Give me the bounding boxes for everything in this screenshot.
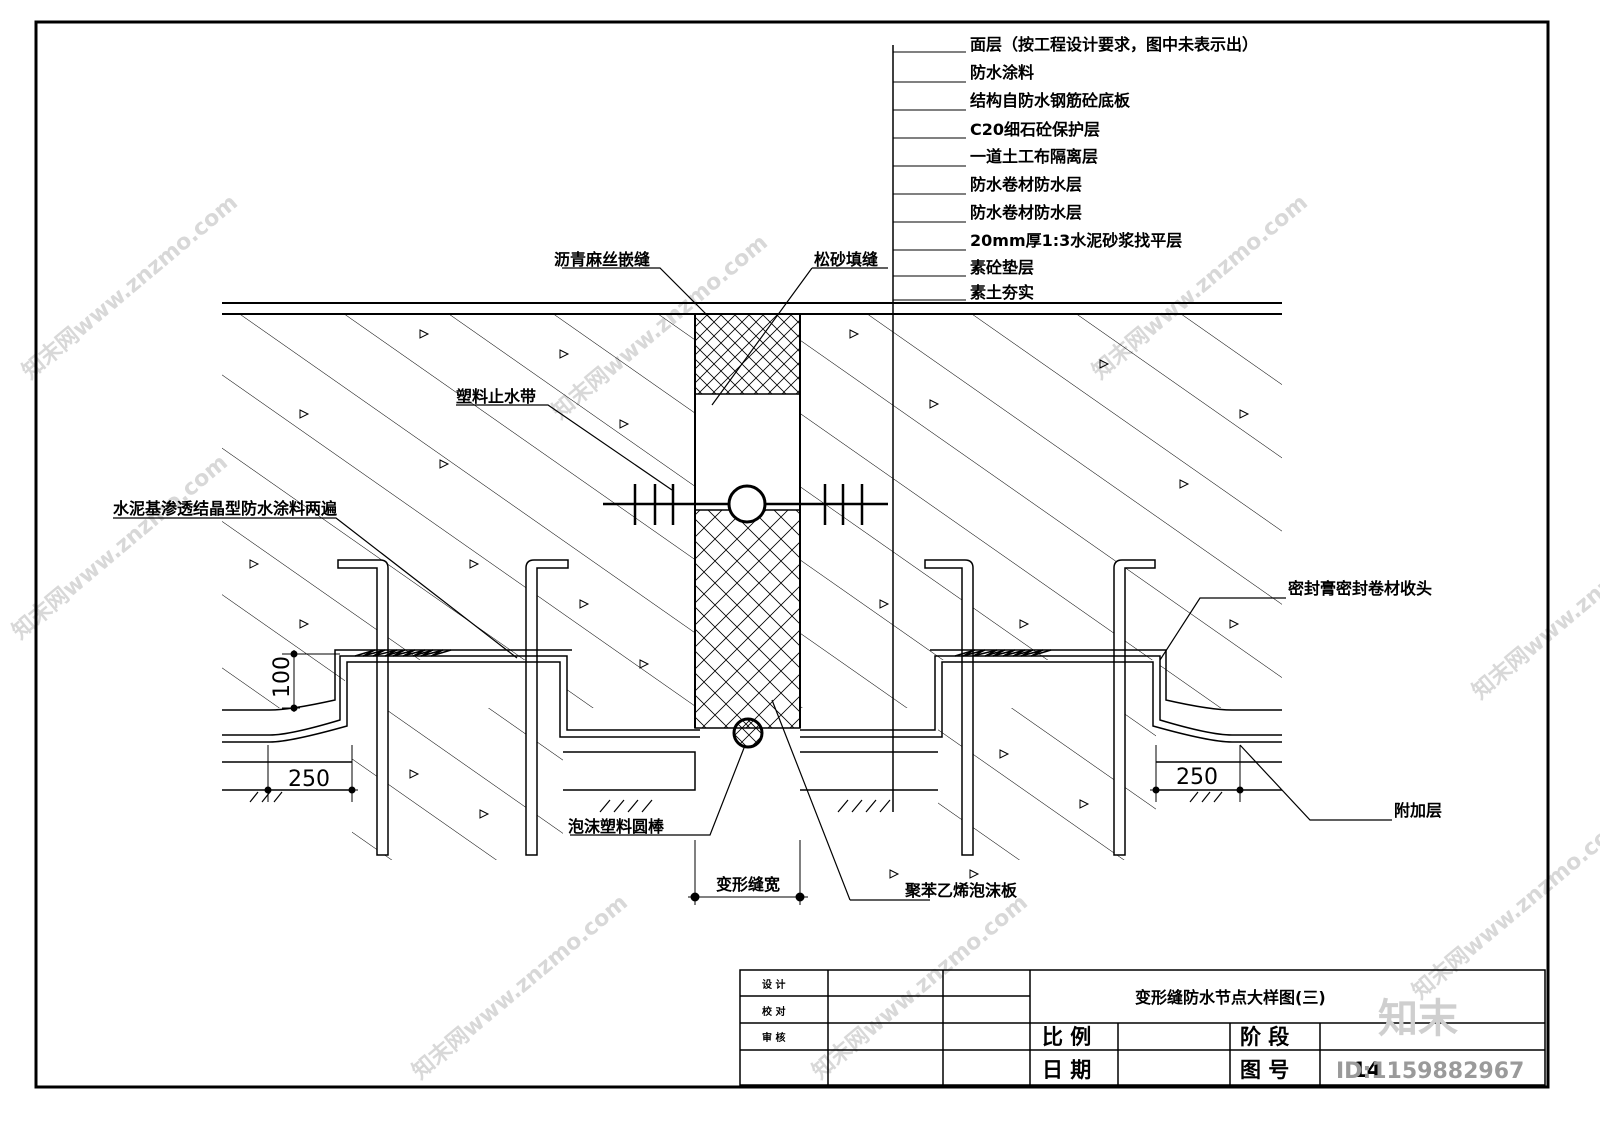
waterproof-membranes <box>222 649 1282 743</box>
ground-hatch <box>249 791 1223 813</box>
watermark-logo: 知末 <box>1378 996 1458 1042</box>
drawing-title: 变形缝防水节点大样图(三) <box>1135 988 1326 1007</box>
crystal-coating-label: 水泥基渗透结晶型防水涂料两遍 <box>113 499 338 518</box>
tb-stage-label: 阶 段 <box>1240 1025 1289 1049</box>
callout-leaders <box>113 267 1392 901</box>
dim-width-right: 250 <box>1176 765 1218 790</box>
eps-board-label: 聚苯乙烯泡沫板 <box>904 881 1018 900</box>
tb-review-label: 审 核 <box>762 1031 785 1044</box>
layer-6-label: 防水卷材防水层 <box>970 175 1082 194</box>
watermark-text: 知末网www.znzmo.com <box>7 449 233 644</box>
layer-1-label: 面层（按工程设计要求，图中未表示出） <box>970 35 1258 54</box>
layer-3-label: 结构自防水钢筋砼底板 <box>969 91 1131 110</box>
foam-rod-label: 泡沫塑料圆棒 <box>568 817 665 836</box>
sealant-label: 密封膏密封卷材收头 <box>1287 579 1432 598</box>
watermark-id: ID:1159882967 <box>1336 1059 1524 1084</box>
layer-8-label: 20mm厚1:3水泥砂浆找平层 <box>970 231 1182 250</box>
layer-10-label: 素土夯实 <box>970 283 1034 302</box>
layer-2-label: 防水涂料 <box>970 63 1034 82</box>
loose-sand-label: 松砂填缝 <box>814 250 878 269</box>
plastic-waterstop-label: 塑料止水带 <box>456 387 536 406</box>
dim-width-left: 250 <box>288 767 330 792</box>
left-slab <box>222 314 696 860</box>
tb-drawing-no-label: 图 号 <box>1240 1058 1289 1082</box>
dim-height-100: 100 <box>270 656 295 698</box>
title-block <box>739 969 1546 1086</box>
foam-rod <box>732 717 764 749</box>
layer-4-label: C20细石砼保护层 <box>970 120 1100 139</box>
watermark-text: 知末网www.znzmo.com <box>1407 809 1600 1004</box>
tb-drawing-no-value: 14 <box>1352 1058 1381 1082</box>
tb-date-label: 日 期 <box>1042 1058 1091 1082</box>
watermark-text: 知末网www.znzmo.com <box>17 189 243 384</box>
joint-width-label: 变形缝宽 <box>716 875 780 894</box>
tb-design-label: 设 计 <box>762 978 785 991</box>
watermark-text: 知末网www.znzmo.com <box>1467 509 1600 704</box>
watermark-text: 知末网www.znzmo.com <box>807 889 1033 1084</box>
callout-labels: 沥青麻丝嵌缝 松砂填缝 塑料止水带 水泥基渗透结晶型防水涂料两遍 密封膏密封卷材… <box>113 250 1442 900</box>
layer-7-label: 防水卷材防水层 <box>970 203 1082 222</box>
watermark-text: 知末网www.znzmo.com <box>407 889 633 1084</box>
additional-layer-label: 附加层 <box>1394 801 1442 820</box>
aggregate-marks <box>249 329 1250 879</box>
layer-labels: 面层（按工程设计要求，图中未表示出） 防水涂料 结构自防水钢筋砼底板 C20细石… <box>969 35 1258 302</box>
right-slab <box>799 314 1282 860</box>
plastic-waterstop <box>603 484 888 525</box>
eps-foam-board <box>694 509 801 729</box>
rebar-hooks <box>337 559 1156 856</box>
layer-ticks <box>893 51 966 301</box>
drawing-frame <box>34 20 1550 1089</box>
tb-scale-label: 比 例 <box>1042 1025 1091 1049</box>
layer-5-label: 一道土工布隔离层 <box>970 147 1098 166</box>
dimension-lines <box>262 650 1246 905</box>
asphalt-joint-label: 沥青麻丝嵌缝 <box>554 250 650 269</box>
asphalt-hemp-filler <box>694 313 801 395</box>
layer-9-label: 素砼垫层 <box>970 258 1034 277</box>
tb-check-label: 校 对 <box>762 1005 785 1018</box>
